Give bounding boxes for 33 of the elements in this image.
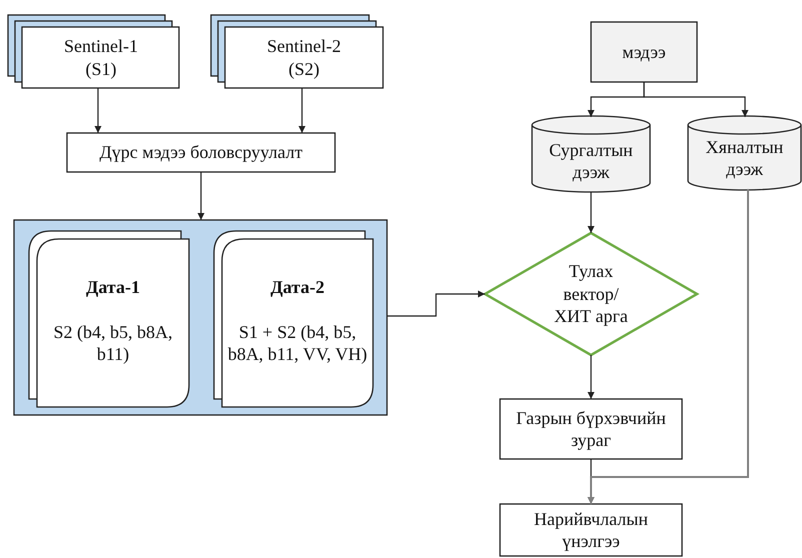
data-source-box [8, 15, 179, 88]
decision-diamond [485, 233, 697, 355]
process-box [500, 399, 682, 459]
node-label: Sentinel-1 (S1) [63, 35, 139, 80]
database-cylinder [532, 116, 650, 192]
node-label: Газрын бүрхэвчийн зураг [516, 406, 666, 452]
dataset-card [214, 231, 373, 407]
arrow [588, 189, 749, 504]
arrow [198, 172, 204, 220]
arrow [588, 192, 594, 233]
arrow [387, 290, 485, 317]
arrow [94, 88, 102, 133]
arrow [643, 82, 748, 117]
database-cylinder [688, 116, 801, 190]
data-source-box [591, 22, 697, 82]
dataset-panel [14, 220, 387, 415]
data-source-box [211, 15, 383, 88]
node-label: S1 + S2 (b4, b5, b8A, b11, VV, VH) [226, 320, 368, 366]
node-label: Хяналтын дээж [704, 136, 784, 180]
node-label: Дүрс мэдээ боловсруулалт [100, 141, 302, 164]
node-label: Сургалтын дээж [548, 138, 634, 184]
arrow [588, 355, 594, 399]
node-label: Тулах вектор/ ХИТ арга [553, 260, 629, 328]
arrow [298, 88, 306, 133]
node-label: Sentinel-2 (S2) [266, 35, 342, 80]
node-label: S2 (b4, b5, b8A, b11) [52, 320, 174, 366]
card-heading: Дата-1 [86, 276, 140, 299]
card-heading: Дата-2 [270, 276, 324, 299]
dataset-card [29, 231, 189, 407]
process-box [500, 504, 682, 556]
process-box [67, 133, 335, 172]
node-label: мэдээ [622, 40, 666, 64]
node-label: Нарийвчлалын үнэлгээ [533, 508, 649, 552]
